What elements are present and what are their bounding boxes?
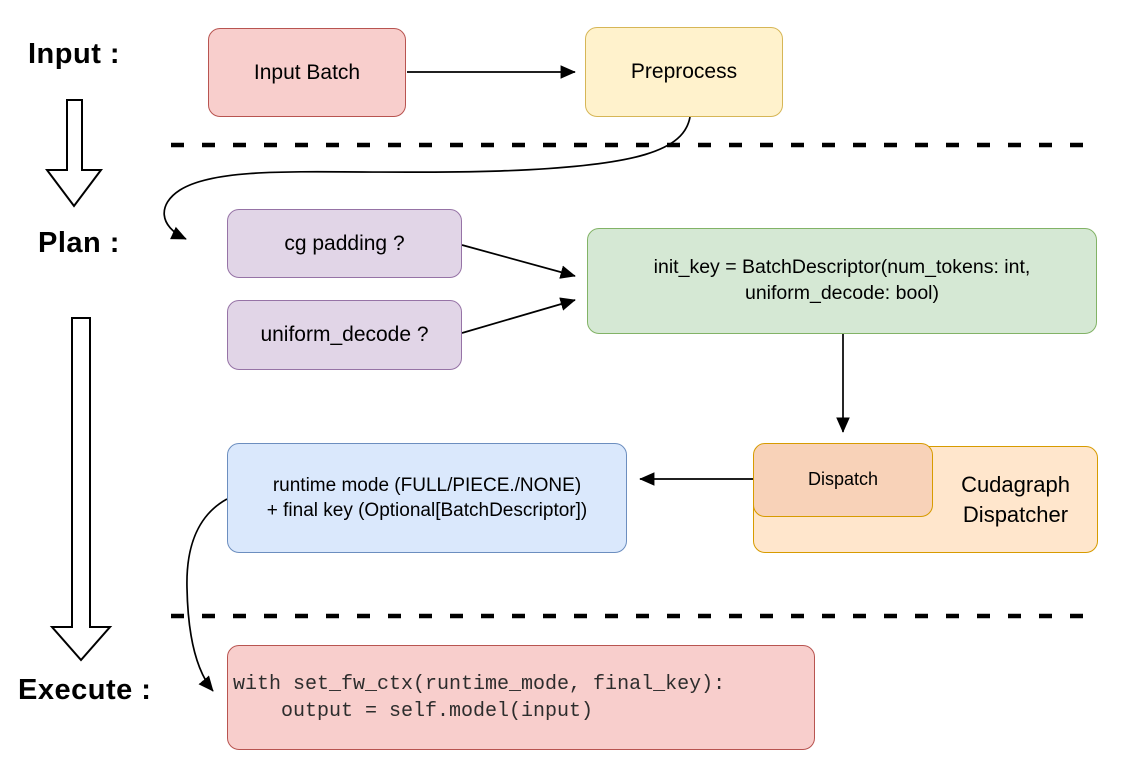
- node-init-key-line1: init_key = BatchDescriptor(num_tokens: i…: [653, 256, 1031, 279]
- node-preprocess-label: Preprocess: [630, 60, 738, 84]
- phase-label-execute: Execute :: [18, 674, 152, 706]
- node-input-batch: Input Batch: [208, 28, 406, 117]
- node-cudagraph-dispatcher-caption: Cudagraph Dispatcher: [933, 446, 1098, 553]
- node-init-key-line2: uniform_decode: bool): [744, 282, 940, 304]
- node-dispatch-label: Dispatch: [807, 469, 879, 490]
- node-uniform-decode: uniform_decode ?: [227, 300, 462, 370]
- node-cg-padding-label: cg padding ?: [284, 231, 405, 255]
- node-runtime-mode-line2: + final key (Optional[BatchDescriptor]): [266, 500, 588, 521]
- node-uniform-decode-label: uniform_decode ?: [260, 323, 429, 347]
- phase-label-input: Input :: [28, 38, 121, 70]
- node-preprocess: Preprocess: [585, 27, 783, 117]
- node-execute-code: with set_fw_ctx(runtime_mode, final_key)…: [227, 645, 815, 750]
- execute-code-line1: with set_fw_ctx(runtime_mode, final_key)…: [233, 672, 726, 696]
- node-init-key: init_key = BatchDescriptor(num_tokens: i…: [587, 228, 1097, 334]
- phase-label-plan: Plan :: [38, 227, 120, 259]
- node-runtime-mode-line1: runtime mode (FULL/PIECE./NONE): [272, 474, 582, 496]
- node-runtime-mode: runtime mode (FULL/PIECE./NONE) + final …: [227, 443, 627, 553]
- execute-code-line2: output = self.model(input): [233, 699, 594, 723]
- cudagraph-caption-line1: Cudagraph: [961, 471, 1070, 497]
- cudagraph-caption-line2: Dispatcher: [962, 501, 1069, 527]
- node-input-batch-label: Input Batch: [253, 60, 361, 84]
- node-dispatch: Dispatch: [753, 443, 933, 517]
- node-cg-padding: cg padding ?: [227, 209, 462, 278]
